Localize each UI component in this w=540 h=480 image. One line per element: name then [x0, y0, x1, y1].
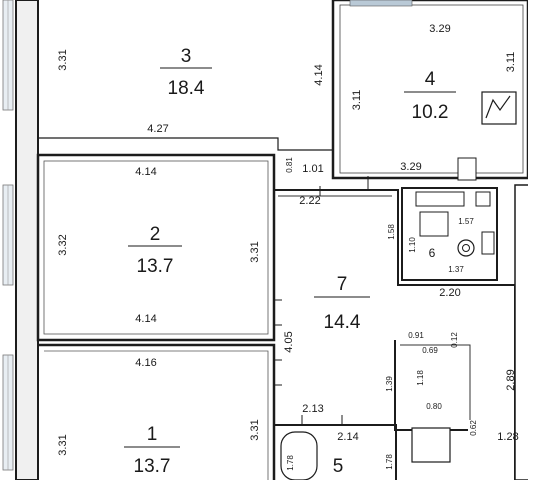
dim-128: 1.28: [497, 431, 518, 443]
dim-r6-157: 1.57: [458, 217, 474, 226]
room-3-area: 18.4: [168, 78, 205, 99]
right-margin: [528, 0, 540, 480]
dim-213: 2.13: [302, 403, 323, 415]
dim-r1-top: 4.16: [135, 357, 156, 369]
room-4-number: 4: [425, 69, 436, 90]
room-3-number: 3: [181, 46, 192, 67]
dim-r4-left: 3.11: [351, 90, 363, 111]
door-marks: [274, 176, 369, 425]
dim-r3-bottom: 4.27: [147, 123, 168, 135]
dim-214: 2.14: [337, 431, 358, 443]
room-6-number: 6: [429, 246, 436, 260]
room-7-area: 14.4: [324, 312, 361, 333]
room-2: [36, 153, 276, 342]
dim-012: 0.12: [450, 332, 459, 348]
room-3: [37, 0, 334, 151]
left-windows: [0, 0, 16, 480]
room-1: [38, 343, 276, 480]
room-1-area: 13.7: [134, 456, 171, 477]
dim-hall-222: 2.22: [299, 195, 320, 207]
dim-r2-right: 3.31: [249, 241, 261, 262]
dim-r2-left: 3.32: [57, 234, 69, 255]
dim-080: 0.80: [426, 402, 442, 411]
dim-r4-top: 3.29: [429, 23, 450, 35]
dim-069: 0.69: [422, 346, 438, 355]
dim-r6-110: 1.10: [408, 237, 417, 253]
room-5-number: 5: [333, 456, 344, 477]
dim-062: 0.62: [469, 420, 478, 436]
dim-r7-405: 4.05: [283, 331, 295, 352]
dim-r1-left: 3.31: [57, 434, 69, 455]
dim-139: 1.39: [385, 376, 394, 392]
dim-r6-137: 1.37: [448, 265, 464, 274]
dim-r4-right: 3.11: [505, 52, 517, 73]
dim-r4-bottom: 3.29: [400, 161, 421, 173]
dim-r2-bottom: 4.14: [135, 313, 156, 325]
dim-r3-left: 3.31: [57, 49, 69, 70]
dim-118: 1.18: [416, 370, 425, 386]
dim-r1-right: 3.31: [249, 419, 261, 440]
dim-r6-158: 1.58: [387, 224, 396, 240]
dim-091: 0.91: [408, 331, 424, 340]
room-2-area: 13.7: [137, 256, 174, 277]
left-outer-wall: [15, 0, 39, 480]
dim-r3-right: 4.14: [313, 64, 325, 85]
dim-r6-220: 2.20: [439, 287, 460, 299]
dim-r2-top: 4.14: [135, 166, 156, 178]
room-7-number: 7: [337, 274, 348, 295]
room-5: [274, 424, 451, 480]
dim-door-101: 1.01: [302, 163, 323, 175]
room-4-area: 10.2: [412, 102, 449, 123]
dim-r5-178a: 1.78: [286, 455, 295, 471]
room-6: [401, 157, 498, 281]
dim-door-081: 0.81: [285, 157, 294, 173]
dim-r5-178b: 1.78: [385, 454, 394, 470]
dim-289: 2.89: [505, 369, 517, 390]
room-2-number: 2: [150, 224, 161, 245]
room-1-number: 1: [147, 424, 158, 445]
